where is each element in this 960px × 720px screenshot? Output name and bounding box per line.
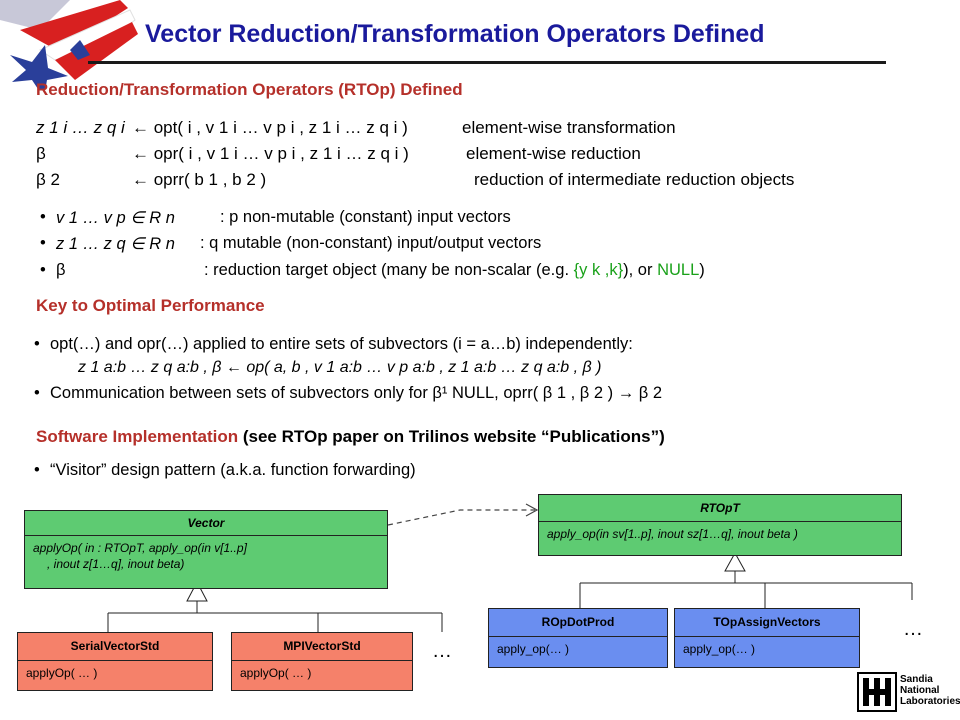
uml-connectors — [107, 503, 913, 632]
section-heading-key: Key to Optimal Performance — [36, 296, 265, 315]
def-row-desc: reduction of intermediate reduction obje… — [474, 170, 795, 189]
class-body: applyOp( … ) — [240, 666, 312, 680]
bullet-item: “Visitor” design pattern (a.k.a. functio… — [34, 461, 416, 480]
uml-class-ropdotprod: ROpDotProd apply_op(… ) — [488, 608, 668, 668]
class-name: ROpDotProd — [489, 609, 667, 637]
def-row-op: ← opt( i , v 1 i … v p i , z 1 i … z q i… — [132, 118, 408, 137]
uml-class-topassignvectors: TOpAssignVectors apply_op(… ) — [674, 608, 860, 668]
def-row-lhs: β 2 — [36, 170, 60, 189]
def-row-op: ← opr( i , v 1 i … v p i , z 1 i … z q i… — [132, 144, 409, 163]
bullet-item: opt(…) and opr(…) applied to entire sets… — [34, 335, 633, 354]
bullet-item: Communication between sets of subvectors… — [34, 384, 662, 403]
def-row-desc: element-wise transformation — [462, 118, 676, 137]
bullet-item: z 1 … z q ∈ R n: q mutable (non-constant… — [40, 234, 541, 254]
page-title: Vector Reduction/Transformation Operator… — [145, 20, 765, 48]
class-name: RTOpT — [539, 495, 901, 522]
uml-class-vector: Vector applyOp( in : RTOpT, apply_op(in … — [24, 510, 388, 589]
uml-class-serialvectorstd: SerialVectorStd applyOp( … ) — [17, 632, 213, 691]
bullet-item: β: reduction target object (many be non-… — [41, 261, 705, 280]
flag-star-graphic — [0, 0, 138, 90]
title-divider — [88, 61, 886, 64]
class-name: MPIVectorStd — [232, 633, 412, 661]
def-row-lhs: β — [36, 144, 46, 163]
class-name: SerialVectorStd — [18, 633, 212, 661]
uml-class-rtopt: RTOpT apply_op(in sv[1..p], inout sz[1…q… — [538, 494, 902, 556]
class-name: TOpAssignVectors — [675, 609, 859, 637]
ellipsis: … — [432, 640, 452, 662]
section-heading-rtop: Reduction/Transformation Operators (RTOp… — [36, 80, 463, 99]
sandia-logo-icon — [857, 672, 897, 712]
class-body: apply_op(in sv[1..p], inout sz[1…q], ino… — [547, 527, 798, 541]
bullet-item: v 1 … v p ∈ R n: p non-mutable (constant… — [40, 208, 511, 228]
section-heading-software: Software Implementation (see RTOp paper … — [36, 427, 665, 446]
class-body: apply_op(… ) — [497, 642, 570, 656]
class-body: apply_op(… ) — [683, 642, 756, 656]
def-row-desc: element-wise reduction — [466, 144, 641, 163]
uml-class-mpivectorstd: MPIVectorStd applyOp( … ) — [231, 632, 413, 691]
def-row-lhs: z 1 i … z q i — [36, 118, 125, 137]
sandia-logo-text: Sandia National Laboratories — [900, 674, 960, 707]
formula: z 1 a:b … z q a:b , β ← op( a, b , v 1 a… — [78, 359, 602, 376]
class-body: applyOp( in : RTOpT, apply_op(in v[1..p]… — [33, 541, 247, 571]
class-name: Vector — [25, 511, 387, 536]
ellipsis: … — [903, 618, 923, 640]
class-body: applyOp( … ) — [26, 666, 98, 680]
def-row-op: ← oprr( b 1 , b 2 ) — [132, 170, 267, 189]
